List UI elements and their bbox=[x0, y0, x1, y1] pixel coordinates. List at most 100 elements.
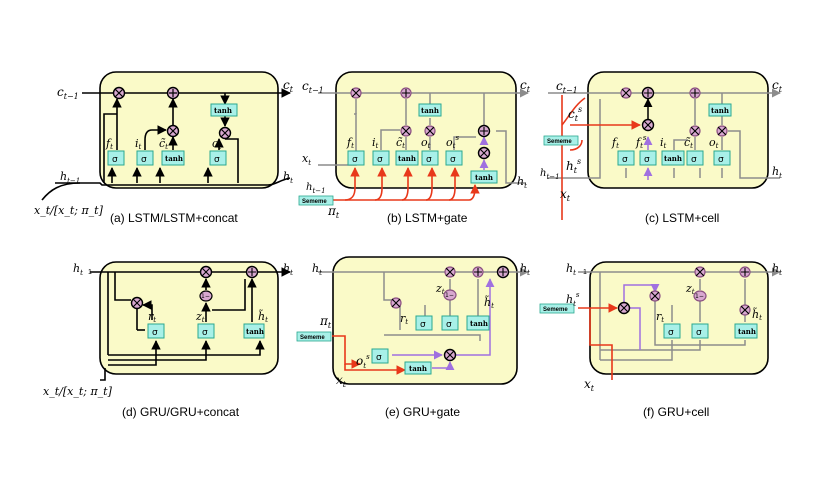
svg-text:ct: ct bbox=[283, 78, 294, 94]
svg-text:ht: ht bbox=[772, 165, 782, 180]
panel-c-lstm-cell: σ σ tanh σ σ tanh Sememe ct−1 ct cts hts… bbox=[540, 71, 783, 225]
svg-text:fts: fts bbox=[635, 134, 647, 150]
svg-text:σ: σ bbox=[668, 328, 674, 338]
svg-text:c̃t: c̃t bbox=[159, 137, 168, 151]
svg-text:it: it bbox=[372, 136, 379, 150]
svg-text:ht: ht bbox=[283, 170, 293, 185]
svg-text:tanh: tanh bbox=[398, 154, 416, 163]
svg-text:hts: hts bbox=[566, 291, 580, 308]
svg-text:zt: zt bbox=[685, 282, 695, 296]
svg-text:tanh: tanh bbox=[711, 106, 729, 115]
sigma-i: σ bbox=[141, 155, 147, 165]
svg-text:σ: σ bbox=[352, 155, 358, 165]
svg-text:ht: ht bbox=[566, 262, 576, 277]
svg-text:tanh: tanh bbox=[475, 173, 493, 182]
cell-box bbox=[587, 71, 769, 189]
svg-text:1−: 1− bbox=[201, 293, 210, 300]
svg-text:Sememe: Sememe bbox=[543, 307, 568, 313]
svg-text:ft: ft bbox=[611, 136, 619, 150]
caption-b: (b) LSTM+gate bbox=[387, 211, 468, 225]
panel-a-lstm: σ σ tanh σ tanh ct−1 ct ht−1 ht x_t/[x_t… bbox=[34, 71, 294, 225]
svg-text:ht: ht bbox=[312, 262, 322, 277]
svg-text:ft: ft bbox=[105, 137, 113, 151]
svg-text:σ: σ bbox=[450, 155, 456, 165]
svg-text:σ: σ bbox=[426, 155, 432, 165]
caption-f: (f) GRU+cell bbox=[643, 405, 709, 419]
svg-text:tanh: tanh bbox=[664, 154, 682, 163]
svg-text:σ: σ bbox=[376, 353, 382, 363]
svg-text:cts: cts bbox=[568, 105, 582, 123]
svg-text:Sememe: Sememe bbox=[547, 139, 572, 145]
svg-text:σ: σ bbox=[202, 328, 208, 338]
svg-text:ht: ht bbox=[517, 175, 527, 190]
panel-f-gru-cell: 1− σ σ tanh Sememe ht 1 ht hts xt rt zt … bbox=[539, 261, 782, 419]
svg-text:c̃t: c̃t bbox=[396, 136, 405, 150]
svg-text:ht: ht bbox=[283, 262, 293, 277]
sigma-f: σ bbox=[112, 155, 118, 165]
svg-text:ht−1: ht−1 bbox=[60, 170, 80, 185]
svg-text:ct: ct bbox=[520, 78, 531, 94]
svg-text:rt: rt bbox=[148, 310, 156, 324]
svg-text:ft: ft bbox=[346, 136, 354, 150]
tanh-c: tanh bbox=[165, 154, 183, 163]
input-concat: x_t/[x_t; π_t] bbox=[43, 385, 113, 398]
svg-text:it: it bbox=[660, 136, 667, 150]
svg-text:σ: σ bbox=[691, 155, 697, 165]
svg-text:it: it bbox=[135, 137, 142, 151]
svg-text:ht: ht bbox=[520, 262, 530, 277]
svg-text:ht−1: ht−1 bbox=[306, 182, 326, 195]
svg-text:πt: πt bbox=[319, 314, 332, 330]
svg-text:ht: ht bbox=[73, 262, 83, 277]
caption-e: (e) GRU+gate bbox=[385, 405, 460, 419]
caption-c: (c) LSTM+cell bbox=[645, 211, 719, 225]
svg-text:πt: πt bbox=[327, 204, 340, 220]
input-concat: x_t/[x_t; π_t] bbox=[34, 204, 104, 217]
svg-text:ct: ct bbox=[772, 78, 783, 94]
svg-text:Sememe: Sememe bbox=[302, 199, 327, 205]
svg-text:tanh: tanh bbox=[470, 319, 488, 328]
svg-text:σ: σ bbox=[644, 155, 650, 165]
svg-text:1: 1 bbox=[88, 269, 92, 276]
panel-d-gru: 1− σ σ tanh ht 1 ht x_t/[x_t; π_t] rt zt… bbox=[43, 261, 293, 419]
svg-text:zt: zt bbox=[435, 282, 445, 296]
svg-text:1−: 1− bbox=[445, 292, 454, 299]
sememe-box bbox=[543, 135, 579, 146]
svg-text:Sememe: Sememe bbox=[300, 335, 325, 341]
cell-box bbox=[589, 261, 769, 375]
sememe-box bbox=[298, 195, 334, 206]
svg-text:h̃t: h̃t bbox=[258, 310, 268, 324]
cell-box bbox=[99, 261, 279, 375]
svg-text:σ: σ bbox=[377, 155, 383, 165]
svg-text:xt: xt bbox=[584, 377, 595, 393]
svg-text:c̃t: c̃t bbox=[684, 136, 693, 150]
svg-text:hts: hts bbox=[566, 157, 581, 175]
svg-text:tanh: tanh bbox=[246, 327, 264, 336]
svg-text:ht: ht bbox=[772, 262, 782, 277]
svg-text:ots: ots bbox=[356, 353, 370, 370]
sememe-box bbox=[539, 303, 575, 314]
svg-text:ot: ot bbox=[421, 136, 431, 150]
svg-text:ct−1: ct−1 bbox=[302, 79, 324, 95]
svg-text:ot: ot bbox=[212, 137, 222, 151]
caption-a: (a) LSTM/LSTM+concat bbox=[110, 211, 238, 225]
svg-text:h̃t: h̃t bbox=[484, 296, 494, 310]
svg-text:h̃t: h̃t bbox=[752, 308, 762, 322]
cell-box bbox=[99, 71, 279, 189]
svg-text:rt: rt bbox=[656, 310, 664, 324]
panel-e-gru-gate: 1− σ σ tanh σ tanh Sememe ht ht πt xt ot… bbox=[296, 256, 530, 419]
svg-text:ct−1: ct−1 bbox=[57, 85, 79, 101]
svg-text:xt: xt bbox=[336, 373, 347, 389]
svg-text:tanh: tanh bbox=[421, 106, 439, 115]
svg-text:rt: rt bbox=[400, 312, 408, 326]
sigma-o: σ bbox=[214, 155, 220, 165]
svg-text:ots: ots bbox=[446, 134, 459, 150]
svg-text:tanh: tanh bbox=[409, 364, 427, 373]
sememe-box bbox=[296, 331, 332, 342]
caption-d: (d) GRU/GRU+concat bbox=[122, 405, 240, 419]
svg-text:tanh: tanh bbox=[738, 327, 756, 336]
svg-text:σ: σ bbox=[718, 155, 724, 165]
panel-b-lstm-gate: σ σ tanh σ σ tanh tanh Sememe ct−1 ct xt… bbox=[298, 71, 531, 225]
svg-text:ht−1: ht−1 bbox=[540, 168, 560, 181]
svg-text:σ: σ bbox=[622, 155, 628, 165]
